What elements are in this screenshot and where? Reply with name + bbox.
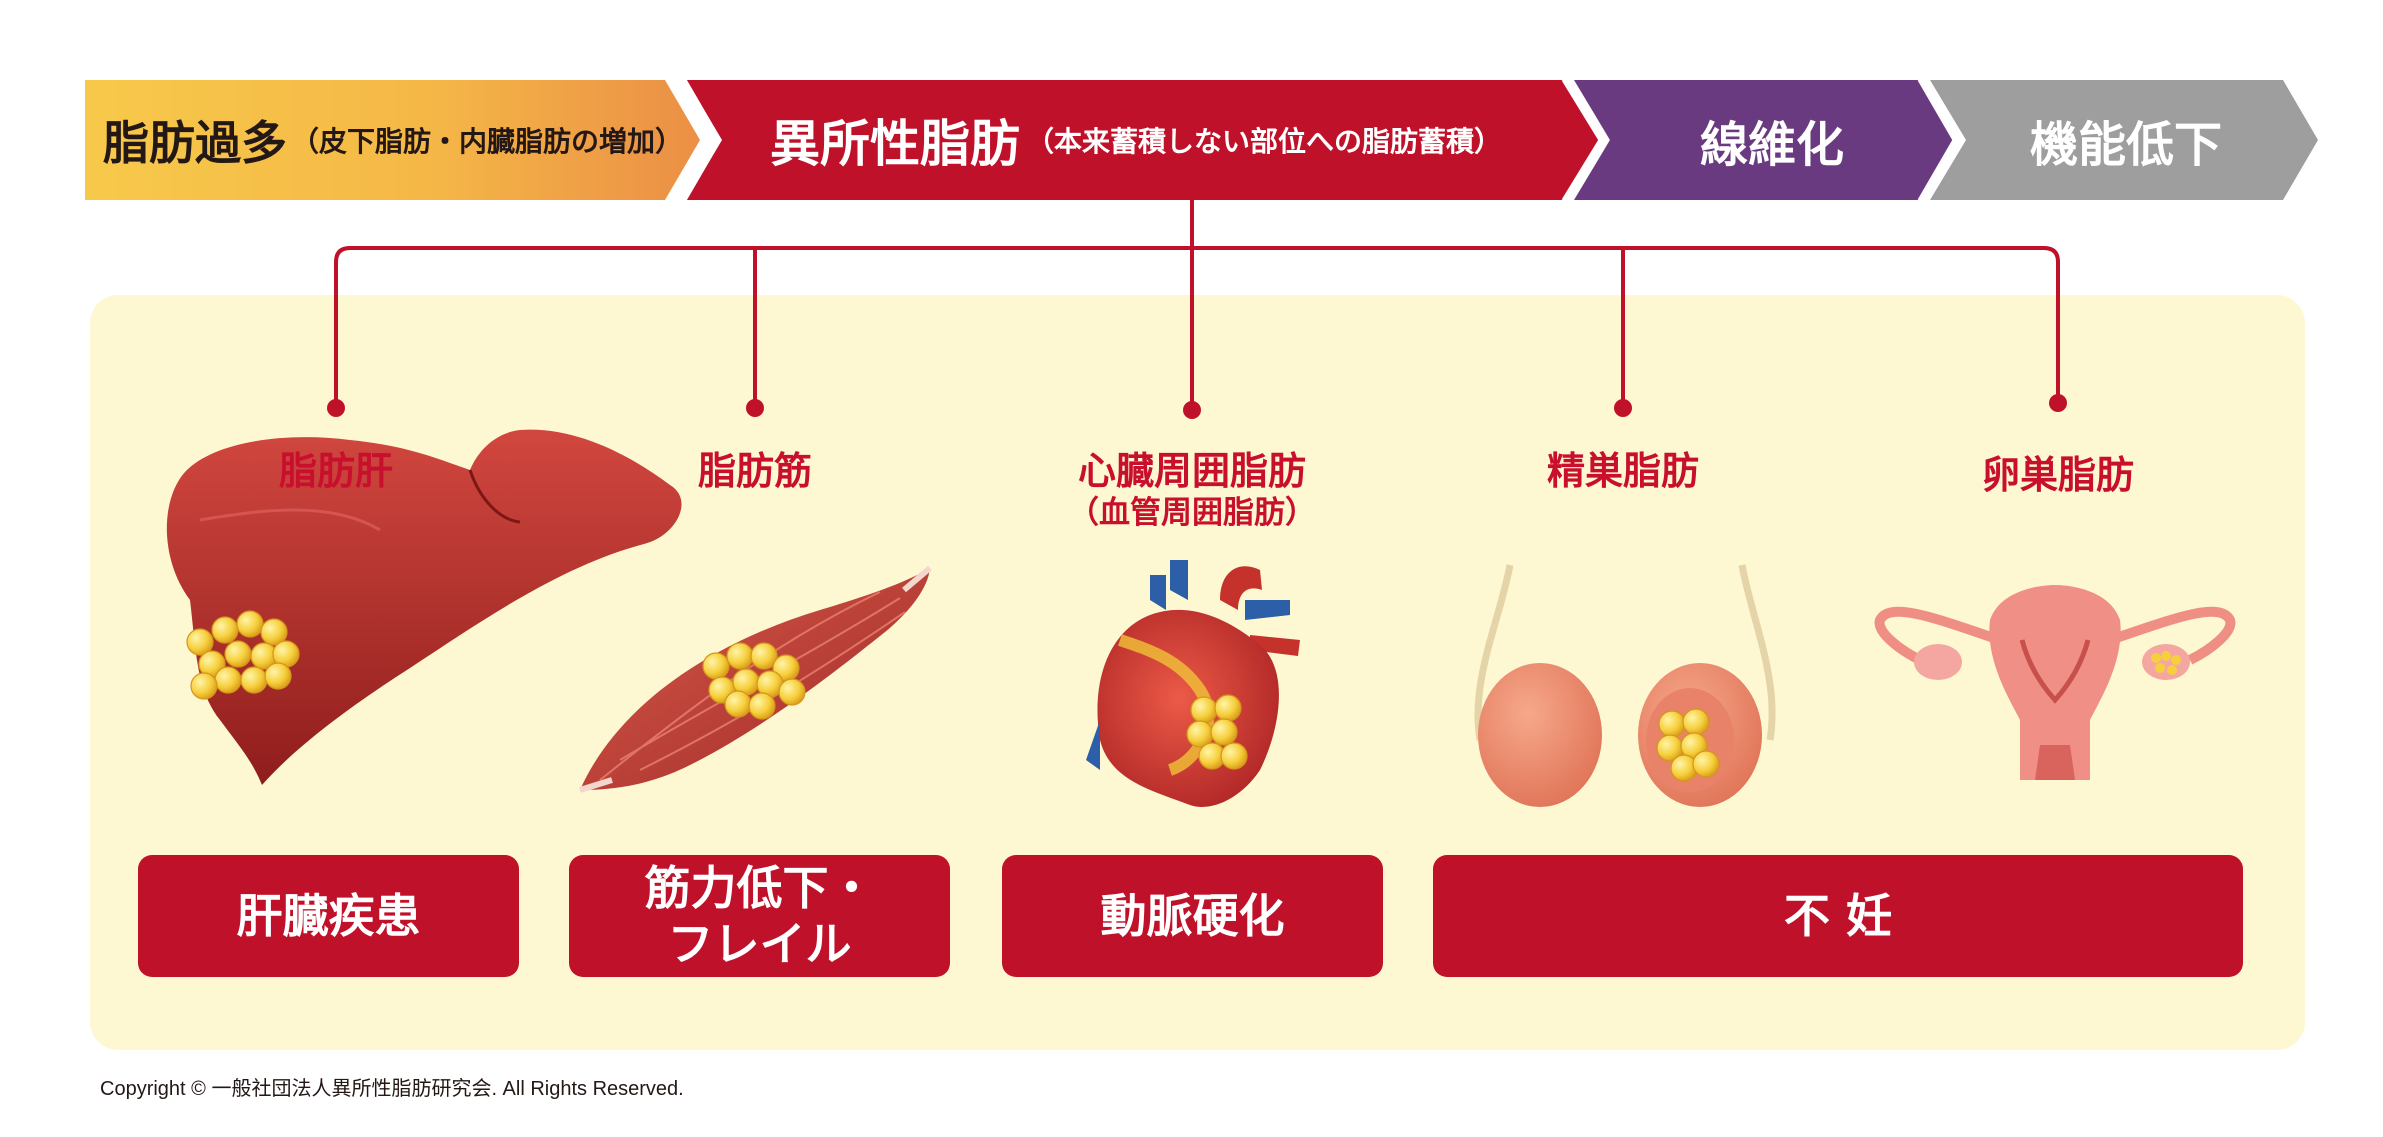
muscle-icon [579, 565, 932, 793]
connector-lines [334, 200, 2060, 410]
copyright-text: Copyright © 一般社団法人異所性脂肪研究会. All Rights R… [100, 1078, 684, 1100]
flow-step2-subtitle: （本来蓄積しない部位への脂肪蓄積） [1026, 125, 1503, 158]
organ-label-fatty-muscle: 脂肪筋 [565, 448, 945, 494]
connector-dots [327, 394, 2067, 419]
flow-step1-subtitle: （皮下脂肪・内臓脂肪の増加） [291, 125, 684, 158]
flow-step4: 機能低下 [1966, 80, 2286, 200]
flow-step4-arrow [1930, 80, 2318, 200]
result-label: 不 妊 [1783, 889, 1892, 943]
flow-step3: 線維化 [1612, 80, 1932, 200]
flow-step1: 脂肪過多 （皮下脂肪・内臓脂肪の増加） [103, 80, 683, 200]
organ-label-text: 心臓周囲脂肪 [1077, 449, 1306, 493]
organ-label-text: 脂肪肝 [278, 449, 393, 493]
result-label: 動脈硬化 [1100, 889, 1285, 943]
result-label: 筋力低下・ フレイル [644, 861, 875, 971]
result-liver-disease: 肝臓疾患 [138, 855, 519, 977]
result-label: 肝臓疾患 [236, 889, 421, 943]
flow-step1-arrow [85, 80, 700, 200]
flow-step3-title: 線維化 [1699, 117, 1844, 173]
result-infertility: 不 妊 [1433, 855, 2243, 977]
flow-step3-arrow [1574, 80, 1963, 200]
organ-label-text: 卵巣脂肪 [1981, 453, 2134, 497]
uterus-ovary-icon [1874, 585, 2236, 780]
flow-step2-title: 異所性脂肪 [770, 115, 1020, 173]
organ-label-testicular-fat: 精巣脂肪 [1433, 448, 1813, 494]
result-muscle-weakness-frailty: 筋力低下・ フレイル [569, 855, 950, 977]
organ-sublabel-perivascular-fat: （血管周囲脂肪） [1068, 495, 1316, 531]
organ-label-epicardial-fat: 心臓周囲脂肪 （血管周囲脂肪） [1002, 448, 1382, 532]
flow-step4-title: 機能低下 [2029, 117, 2222, 173]
organ-label-text: 精巣脂肪 [1546, 449, 1699, 493]
flow-step1-title: 脂肪過多 [103, 116, 287, 170]
liver-icon [166, 429, 682, 785]
testes-icon [1474, 564, 1776, 807]
flow-step2-arrow [686, 80, 1610, 200]
flow-step2: 異所性脂肪 （本来蓄積しない部位への脂肪蓄積） [770, 80, 1502, 200]
organ-label-text: 脂肪筋 [697, 449, 812, 493]
heart-icon [1086, 560, 1300, 807]
result-arteriosclerosis: 動脈硬化 [1002, 855, 1383, 977]
organ-label-fatty-liver: 脂肪肝 [146, 448, 526, 494]
organ-label-ovarian-fat: 卵巣脂肪 [1868, 452, 2248, 498]
